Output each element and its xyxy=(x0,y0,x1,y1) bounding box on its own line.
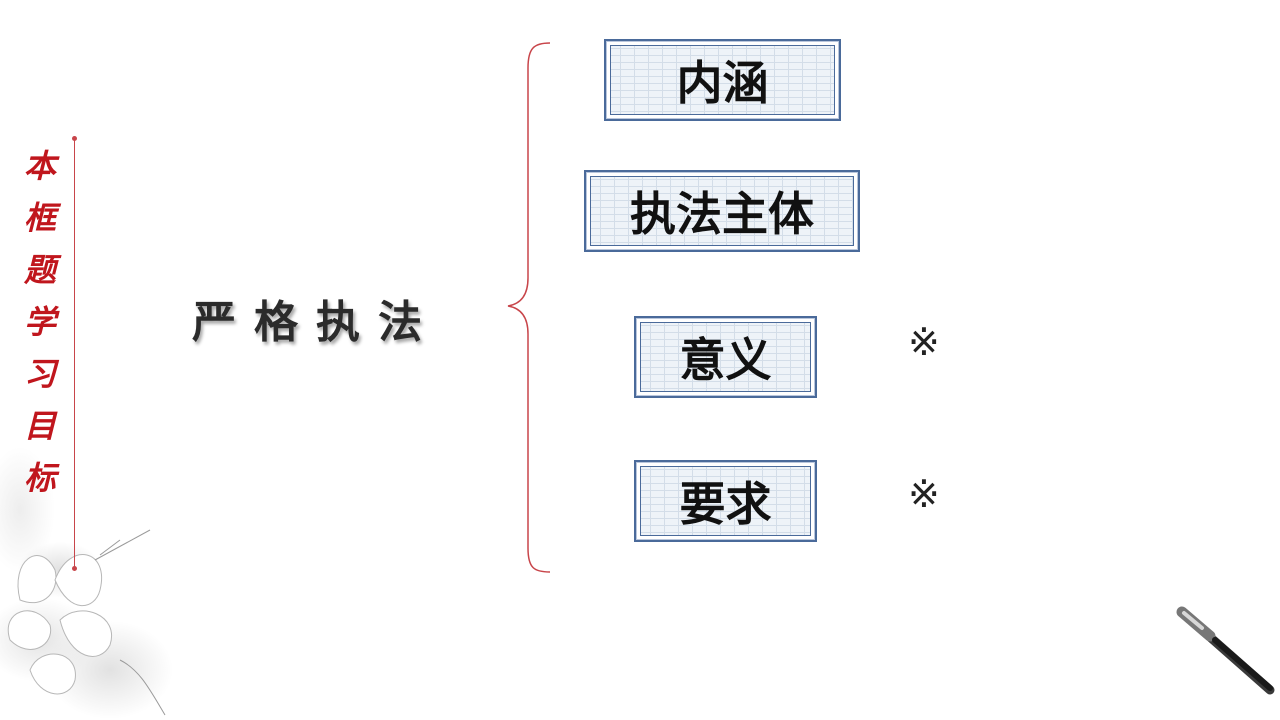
side-title-char: 本 xyxy=(23,147,56,185)
key-point-mark: ※ xyxy=(908,472,940,516)
topic-box-law-enforcer[interactable]: 执法主体 xyxy=(584,170,860,252)
topic-box-requirements[interactable]: 要求 xyxy=(634,460,817,542)
rule-top-dot xyxy=(72,136,77,141)
side-title-char: 题 xyxy=(23,251,56,289)
side-title: 本 框 题 学 习 目 标 xyxy=(18,140,62,504)
topic-box-significance[interactable]: 意义 xyxy=(634,316,817,398)
ink-brush-decoration xyxy=(1176,606,1275,695)
side-title-char: 框 xyxy=(23,199,56,237)
lotus-petals-decoration xyxy=(7,529,166,716)
curly-brace xyxy=(507,42,551,573)
topic-box-connotation[interactable]: 内涵 xyxy=(604,39,841,121)
side-title-char: 目 xyxy=(23,407,56,445)
rule-bottom-dot xyxy=(72,566,77,571)
main-topic: 严格执法 xyxy=(192,297,440,348)
side-title-char: 学 xyxy=(23,303,56,341)
vertical-rule xyxy=(74,138,75,570)
key-point-mark: ※ xyxy=(908,320,940,364)
side-title-char: 习 xyxy=(23,355,56,393)
side-title-char: 标 xyxy=(23,459,56,497)
